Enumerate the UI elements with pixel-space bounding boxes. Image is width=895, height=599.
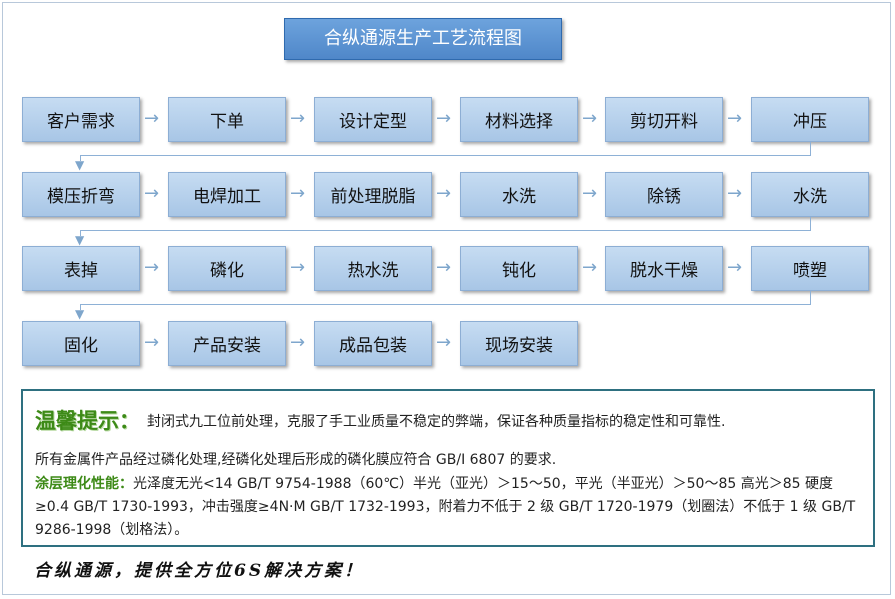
step-box: 现场安装 [460,321,578,366]
return-connector [80,291,811,305]
step-box: 下单 [168,97,286,142]
arrow-right-icon: → [144,257,160,278]
step-box: 固化 [22,321,140,366]
arrow-right-icon: → [290,108,306,129]
step-box: 钝化 [460,246,578,291]
arrow-right-icon: → [727,108,743,129]
step-box: 电焊加工 [168,172,286,217]
step-box: 脱水干燥 [605,246,723,291]
step-box: 前处理脱脂 [314,172,432,217]
coating-text: 光泽度无光<14 GB/T 9754-1988（60℃）半光（亚光）＞15～50… [35,476,856,538]
return-connector-drop [80,230,81,236]
arrow-down-icon: ▼ [75,233,85,247]
coating-label: 涂层理化性能： [35,476,133,492]
step-box: 模压折弯 [22,172,140,217]
return-connector-drop [80,155,81,161]
return-connector-drop [80,304,81,310]
arrow-right-icon: → [144,183,160,204]
step-box: 热水洗 [314,246,432,291]
arrow-down-icon: ▼ [75,307,85,321]
arrow-right-icon: → [582,108,598,129]
step-box: 水洗 [751,172,869,217]
slogan: 合纵通源，提供全方位6S解决方案！ [34,561,365,581]
return-connector [80,142,811,156]
step-box: 成品包装 [314,321,432,366]
return-connector [80,217,811,231]
arrow-down-icon: ▼ [75,158,85,172]
step-box: 水洗 [460,172,578,217]
step-box: 冲压 [751,97,869,142]
arrow-right-icon: → [436,332,452,353]
step-box: 磷化 [168,246,286,291]
arrow-right-icon: → [436,183,452,204]
step-box: 客户需求 [22,97,140,142]
arrow-right-icon: → [290,332,306,353]
tip-label: 温馨提示： [35,409,140,433]
step-box: 剪切开料 [605,97,723,142]
arrow-right-icon: → [436,257,452,278]
arrow-right-icon: → [727,257,743,278]
arrow-right-icon: → [144,332,160,353]
arrow-right-icon: → [582,257,598,278]
notice-box: 温馨提示： 封闭式九工位前处理，克服了手工业质量不稳定的弊端，保证各种质量指标的… [21,389,875,547]
arrow-right-icon: → [290,257,306,278]
arrow-right-icon: → [727,183,743,204]
arrow-right-icon: → [436,108,452,129]
diagram-title: 合纵通源生产工艺流程图 [284,18,562,60]
arrow-right-icon: → [144,108,160,129]
step-box: 喷塑 [751,246,869,291]
step-box: 表掉 [22,246,140,291]
arrow-right-icon: → [290,183,306,204]
step-box: 产品安装 [168,321,286,366]
step-box: 设计定型 [314,97,432,142]
step-box: 材料选择 [460,97,578,142]
phosphating-note: 所有金属件产品经过磷化处理,经磷化处理后形成的磷化膜应符合 GB/I 6807 … [35,452,557,468]
arrow-right-icon: → [582,183,598,204]
coating-properties: 涂层理化性能：光泽度无光<14 GB/T 9754-1988（60℃）半光（亚光… [35,473,865,542]
tip-text: 封闭式九工位前处理，克服了手工业质量不稳定的弊端，保证各种质量指标的稳定性和可靠… [147,414,726,430]
step-box: 除锈 [605,172,723,217]
